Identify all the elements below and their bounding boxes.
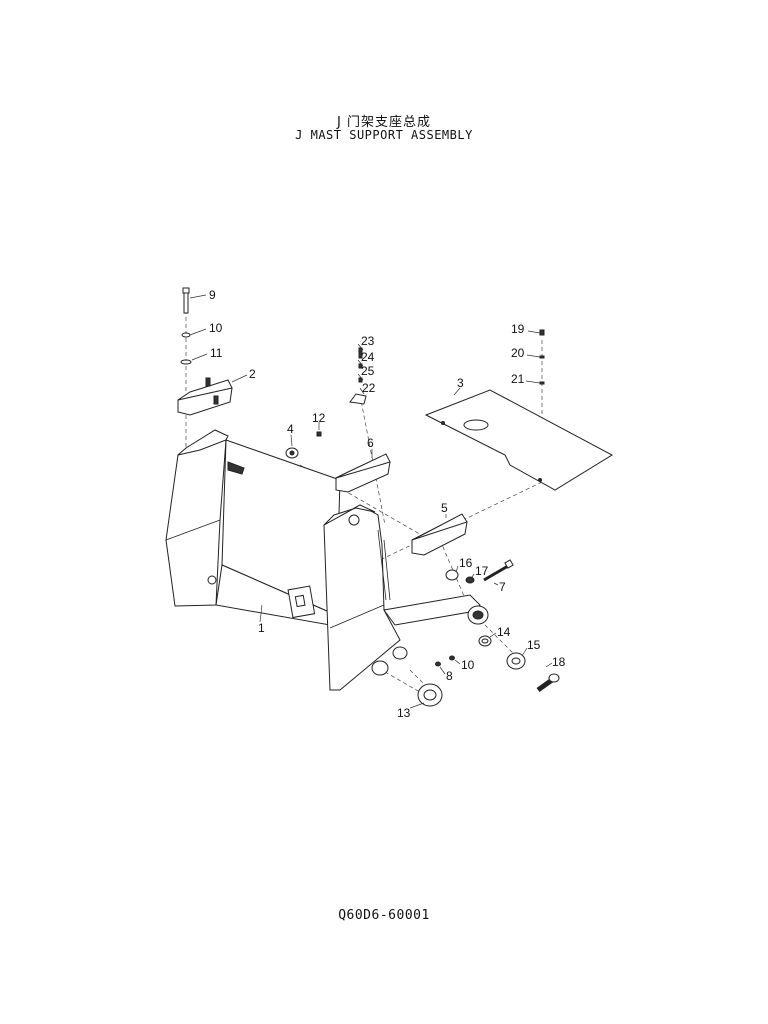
washers-part-8-10 bbox=[435, 655, 455, 667]
callout-11: 11 bbox=[210, 346, 223, 360]
callout-14: 14 bbox=[497, 625, 511, 639]
callout-17: 17 bbox=[475, 564, 489, 578]
callout-8: 8 bbox=[446, 669, 453, 683]
callout-2: 2 bbox=[249, 367, 256, 381]
callout-23: 23 bbox=[361, 334, 375, 348]
callout-13: 13 bbox=[397, 706, 411, 720]
callout-19: 19 bbox=[511, 322, 525, 336]
callout-12: 12 bbox=[312, 411, 326, 425]
callout-16: 16 bbox=[459, 556, 473, 570]
callout-22: 22 bbox=[362, 381, 376, 395]
callout-21: 21 bbox=[511, 372, 525, 386]
callout-4: 4 bbox=[287, 422, 294, 436]
seal-ring-part-14 bbox=[478, 635, 492, 647]
floor-plate bbox=[424, 389, 614, 491]
callout-1: 1 bbox=[258, 621, 265, 635]
callout-18: 18 bbox=[552, 655, 566, 669]
screw-part-12 bbox=[316, 431, 322, 437]
callout-numbers: 1 2 3 4 5 6 7 8 9 10 10 11 12 13 14 15 1… bbox=[209, 288, 566, 720]
nut-part-4 bbox=[285, 447, 299, 459]
diagram-title-english: J MAST SUPPORT ASSEMBLY bbox=[295, 128, 473, 142]
callout-5: 5 bbox=[441, 501, 448, 515]
callout-6: 6 bbox=[367, 436, 374, 450]
bolt-assembly-right bbox=[445, 559, 514, 584]
callout-15: 15 bbox=[527, 638, 541, 652]
mast-support-frame bbox=[165, 429, 489, 691]
pin-part-18 bbox=[536, 673, 560, 693]
bushing-part-15 bbox=[506, 652, 526, 670]
callout-9: 9 bbox=[209, 288, 216, 302]
callout-20: 20 bbox=[511, 346, 525, 360]
callout-3: 3 bbox=[457, 376, 464, 390]
callout-leader-lines bbox=[189, 294, 553, 709]
clamp-block bbox=[177, 377, 233, 416]
callout-25: 25 bbox=[361, 364, 375, 378]
callout-10-upper: 10 bbox=[209, 321, 223, 335]
bolt-stack-center bbox=[349, 347, 367, 405]
document-number: Q60D6-60001 bbox=[338, 908, 430, 923]
bearing-part-13 bbox=[417, 683, 443, 707]
diagram-title-chinese: J 门架支座总成 bbox=[337, 115, 431, 130]
callout-7: 7 bbox=[499, 580, 506, 594]
callout-10-lower: 10 bbox=[461, 658, 475, 672]
pad-part-6 bbox=[335, 453, 391, 493]
pad-part-5 bbox=[411, 513, 468, 556]
callout-24: 24 bbox=[361, 350, 375, 364]
